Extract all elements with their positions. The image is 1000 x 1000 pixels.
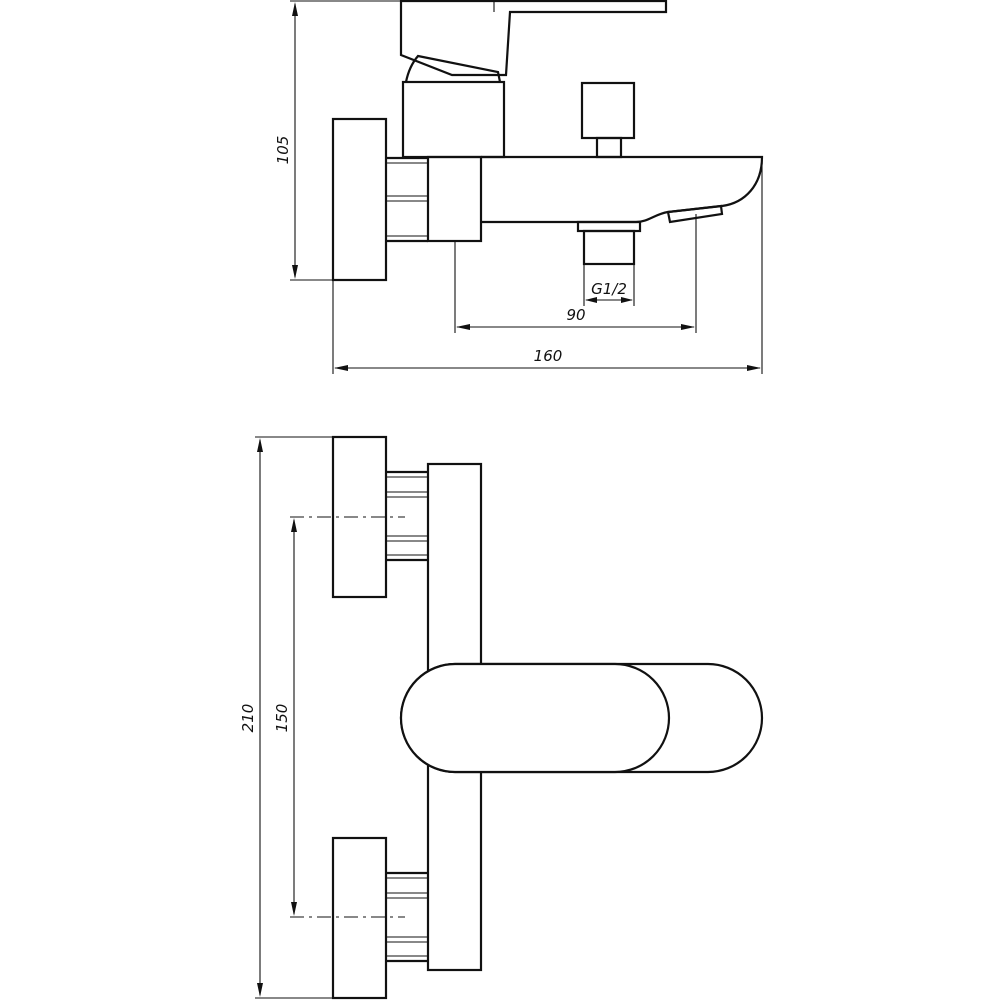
front-top-connectors [386,470,428,562]
dim-105-label: 105 [274,136,292,165]
dim-210-label: 210 [239,704,257,733]
dim-g12: G1/2 [583,264,635,306]
side-lever-base [404,54,502,83]
dim-90: 90 [454,214,697,333]
dim-210: 210 [239,436,333,999]
front-lever-cap [399,662,671,774]
side-connectors [386,156,428,243]
side-outlet [576,220,642,266]
dim-150: 150 [273,518,297,916]
front-bottom-flange [331,836,388,1000]
side-cartridge [401,80,506,159]
dim-150-label: 150 [273,704,291,733]
side-mixer-body [426,155,483,243]
front-top-flange [331,435,388,599]
side-spout [481,155,764,224]
side-wall-flange [331,117,388,282]
dim-160-label: 160 [534,347,563,365]
side-aerator [666,204,724,224]
front-view [290,435,764,1000]
dim-160: 160 [332,160,763,374]
front-bottom-connectors [386,871,428,963]
dim-90-label: 90 [566,306,585,324]
dim-g12-label: G1/2 [591,280,627,298]
side-diverter-knob [580,81,636,159]
dim-105: 105 [274,0,400,281]
side-view [331,0,764,282]
side-lever [399,0,668,77]
